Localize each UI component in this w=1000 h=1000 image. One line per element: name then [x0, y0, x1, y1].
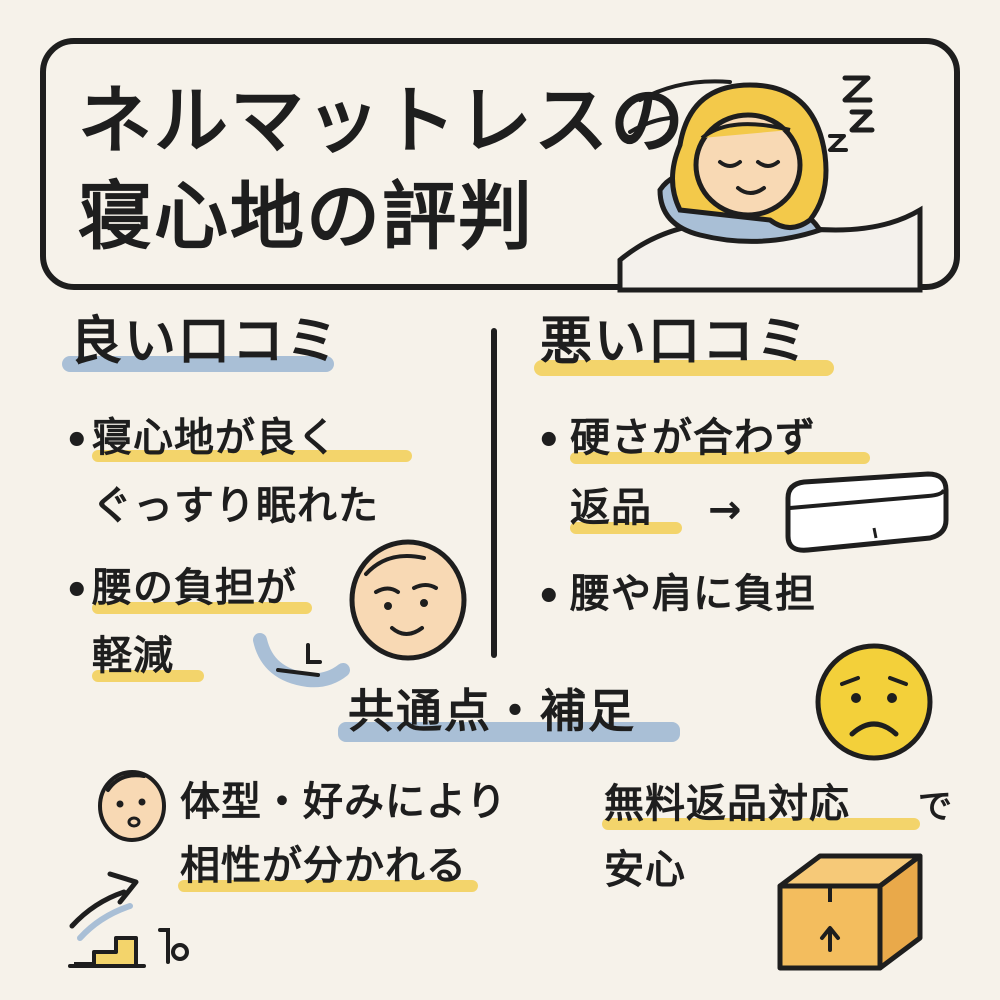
- bad-item-2: 腰や肩に負担: [570, 571, 816, 617]
- title-line-2: 寝心地の評判: [78, 174, 534, 260]
- common-heading-highlight: [338, 722, 680, 742]
- bullet-icon: •: [536, 418, 562, 464]
- good-item-2-line-2: 軽減: [92, 633, 174, 679]
- common-right-line-1: 無料返品対応: [604, 781, 850, 827]
- bullet-icon: •: [536, 574, 562, 620]
- good-heading-highlight: [62, 356, 334, 372]
- bullet-icon: •: [64, 568, 90, 614]
- title-frame: [40, 38, 960, 290]
- highlight-underline: [92, 602, 312, 614]
- highlight-underline: [92, 670, 204, 682]
- good-item-1-line-1: 寝心地が良く: [92, 415, 338, 461]
- shipping-box-icon: [777, 853, 923, 971]
- growth-arrow-icon: [68, 871, 189, 968]
- thinking-face-icon: [98, 770, 166, 842]
- mattress-icon: [785, 471, 949, 553]
- good-item-2-line-1: 腰の負担が: [92, 565, 297, 611]
- smiling-face-icon: [253, 539, 467, 688]
- good-item-1-line-2: ぐっすり眠れた: [92, 483, 379, 529]
- highlight-underline: [178, 880, 478, 892]
- highlight-underline: [570, 452, 870, 464]
- common-right-line-2: 安心: [604, 847, 686, 893]
- common-left-line-1: 体型・好みにより: [180, 779, 508, 825]
- title-line-1: ネルマットレスの: [78, 78, 686, 164]
- common-heading: 共通点・補足: [348, 684, 636, 738]
- highlight-underline: [92, 450, 412, 462]
- bad-heading-highlight: [534, 360, 834, 376]
- bullet-icon: •: [64, 418, 90, 464]
- common-right-line-1-suffix: で: [918, 787, 953, 827]
- sleeping-woman-icon: [617, 75, 923, 293]
- highlight-underline: [570, 522, 682, 534]
- bad-item-1-line-2: 返品: [570, 485, 652, 531]
- highlight-underline: [602, 818, 920, 830]
- arrow-right-icon: →: [708, 487, 743, 533]
- common-left-line-2: 相性が分かれる: [180, 843, 467, 889]
- worried-face-icon: [815, 643, 933, 761]
- column-divider: [491, 328, 497, 658]
- bad-reviews-heading: 悪い口コミ: [540, 312, 811, 372]
- bad-item-1-line-1: 硬さが合わず: [570, 415, 816, 461]
- good-reviews-heading: 良い口コミ: [70, 312, 341, 372]
